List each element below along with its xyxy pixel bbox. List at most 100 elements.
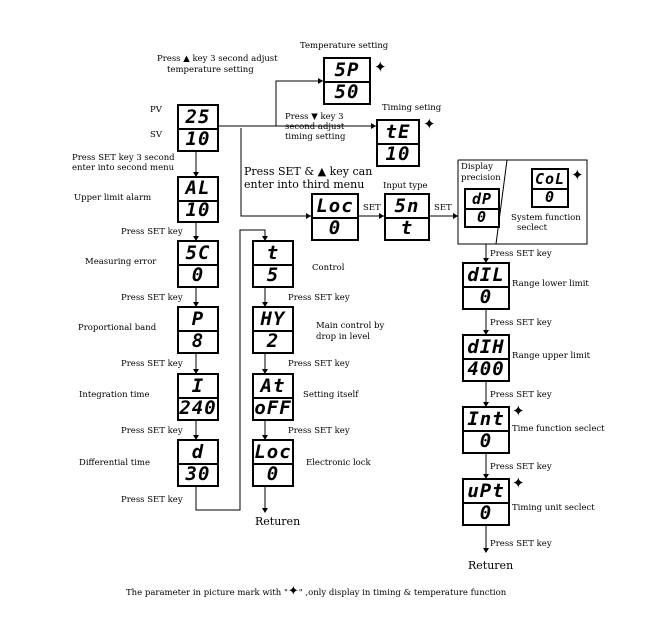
display-at-value: oFF bbox=[254, 396, 292, 419]
display-al-value: 10 bbox=[185, 198, 211, 221]
timing-unit-seclect-label: Timing unit seclect bbox=[512, 503, 595, 513]
star-icon bbox=[512, 404, 525, 419]
display-al: AL 10 bbox=[177, 176, 219, 223]
proportional-band-label: Proportional band bbox=[78, 323, 157, 333]
display-at-code: At bbox=[254, 375, 292, 399]
measuring-error-label: Measuring error bbox=[85, 257, 157, 267]
star-icon bbox=[374, 60, 387, 75]
display-d-value: 30 bbox=[185, 462, 211, 485]
display-t: t 5 bbox=[252, 240, 294, 288]
display-int-code: Int bbox=[464, 408, 508, 432]
display-loc-value: 0 bbox=[328, 216, 342, 239]
display-dih: dIH 400 bbox=[462, 334, 510, 382]
display-d: d 30 bbox=[177, 439, 219, 487]
display-precision-label-line1: Display bbox=[461, 162, 493, 172]
press-set-key-label: Press SET key bbox=[121, 426, 183, 436]
display-col: CoL 0 bbox=[531, 168, 569, 208]
display-int: Int 0 bbox=[462, 406, 510, 454]
display-dil-code: dIL bbox=[464, 264, 508, 288]
display-sc: 5C 0 bbox=[177, 240, 219, 288]
control-label: Control bbox=[312, 263, 345, 273]
press-set-key-label: Press SET key bbox=[121, 227, 183, 237]
display-loc2-code: Loc bbox=[254, 441, 292, 465]
star-icon bbox=[423, 117, 436, 132]
press-up-note: Press ▲ key 3 second adjust bbox=[157, 54, 278, 65]
display-te-code: tE bbox=[378, 121, 418, 145]
press-set-key-label: Press SET key bbox=[121, 293, 183, 303]
display-sn-code: 5n bbox=[386, 195, 428, 219]
star-icon bbox=[571, 168, 584, 183]
display-i-code: I bbox=[179, 375, 217, 399]
display-i: I 240 bbox=[177, 373, 219, 421]
electronic-lock-label: Electronic lock bbox=[306, 458, 371, 468]
display-p: P 8 bbox=[177, 306, 219, 354]
display-d-code: d bbox=[179, 441, 217, 465]
press-down-note-line3: timing setting bbox=[285, 132, 346, 142]
press-up-note-line1b: key 3 second adjust bbox=[192, 54, 278, 64]
display-hy-value: 2 bbox=[266, 329, 280, 352]
display-precision-label-line2: precision bbox=[461, 173, 501, 183]
press-set-key-label: Press SET key bbox=[490, 539, 552, 549]
system-function-label-line1: System function bbox=[511, 213, 581, 223]
display-sp-value: 50 bbox=[334, 80, 360, 103]
display-te: tE 10 bbox=[376, 119, 420, 167]
display-dih-value: 400 bbox=[467, 357, 505, 380]
display-col-value: 0 bbox=[544, 187, 556, 206]
press-set-key-label: Press SET key bbox=[121, 359, 183, 369]
footer-note: The parameter in picture mark with "✦" ,… bbox=[126, 584, 507, 600]
press-up-note-line1a: Press bbox=[157, 54, 181, 64]
display-hy-code: HY bbox=[254, 308, 292, 332]
integration-time-label: Integration time bbox=[79, 390, 150, 400]
press-down-note-line2: second adjust bbox=[285, 122, 345, 132]
display-int-value: 0 bbox=[479, 429, 493, 452]
display-loc2-value: 0 bbox=[266, 462, 280, 485]
range-lower-limit-label: Range lower limit bbox=[512, 279, 589, 289]
down-arrow-icon: ▼ bbox=[311, 112, 318, 122]
press-set-key-label: Press SET key bbox=[288, 293, 350, 303]
display-main-pv: 25 bbox=[179, 106, 217, 130]
press-down-note: Press ▼ key 3 bbox=[285, 112, 344, 123]
display-sc-value: 0 bbox=[191, 263, 205, 286]
input-type-label: Input type bbox=[383, 181, 428, 191]
display-sn: 5n t bbox=[384, 193, 430, 241]
press-set-key-label: Press SET key bbox=[121, 495, 183, 505]
display-col-code: CoL bbox=[533, 170, 567, 190]
range-upper-limit-label: Range upper limit bbox=[512, 351, 591, 361]
press-set-key-label: Press SET key bbox=[490, 318, 552, 328]
display-upt: uPt 0 bbox=[462, 478, 510, 526]
press-down-note-line1a: Press bbox=[285, 112, 309, 122]
display-dp-code: dP bbox=[466, 190, 498, 210]
press-set-key-label: Press SET key bbox=[288, 426, 350, 436]
press-set-key-label: Press SET key bbox=[490, 390, 552, 400]
display-dil: dIL 0 bbox=[462, 262, 510, 310]
setting-itself-label: Setting itself bbox=[303, 390, 359, 400]
timing-seting-label: Timing seting bbox=[382, 103, 442, 113]
display-p-code: P bbox=[179, 308, 217, 332]
press-set-key-label: Press SET key bbox=[288, 359, 350, 369]
pv-label: PV bbox=[150, 105, 162, 115]
sv-label: SV bbox=[150, 130, 162, 140]
display-loc2: Loc 0 bbox=[252, 439, 294, 487]
upper-limit-alarm-label: Upper limit alarm bbox=[74, 193, 152, 203]
star-icon bbox=[512, 476, 525, 491]
display-main: 25 10 bbox=[177, 104, 219, 152]
temperature-setting-label: Temperature setting bbox=[300, 41, 389, 51]
display-hy: HY 2 bbox=[252, 306, 294, 354]
display-dp: dP 0 bbox=[464, 188, 500, 228]
returen-label-middle: Returen bbox=[255, 515, 301, 528]
display-p-value: 8 bbox=[191, 329, 205, 352]
display-upt-code: uPt bbox=[464, 480, 508, 504]
set-label: SET bbox=[434, 203, 452, 213]
display-al-code: AL bbox=[179, 178, 217, 202]
footer-note-part1: The parameter in picture mark with " bbox=[126, 588, 288, 598]
display-dil-value: 0 bbox=[479, 285, 493, 308]
display-sc-code: 5C bbox=[179, 242, 217, 266]
up-arrow-icon: ▲ bbox=[183, 54, 190, 64]
display-main-sv: 10 bbox=[185, 127, 211, 150]
press-set-3s-note-line1: Press SET key 3 second bbox=[72, 153, 175, 163]
display-loc-code: Loc bbox=[313, 195, 357, 219]
footer-note-part2: " ,only display in timing & temperature … bbox=[298, 588, 507, 598]
third-menu-note-line1: Press SET & ▲ key can bbox=[244, 165, 373, 178]
system-function-label-line2: seclect bbox=[517, 223, 548, 233]
